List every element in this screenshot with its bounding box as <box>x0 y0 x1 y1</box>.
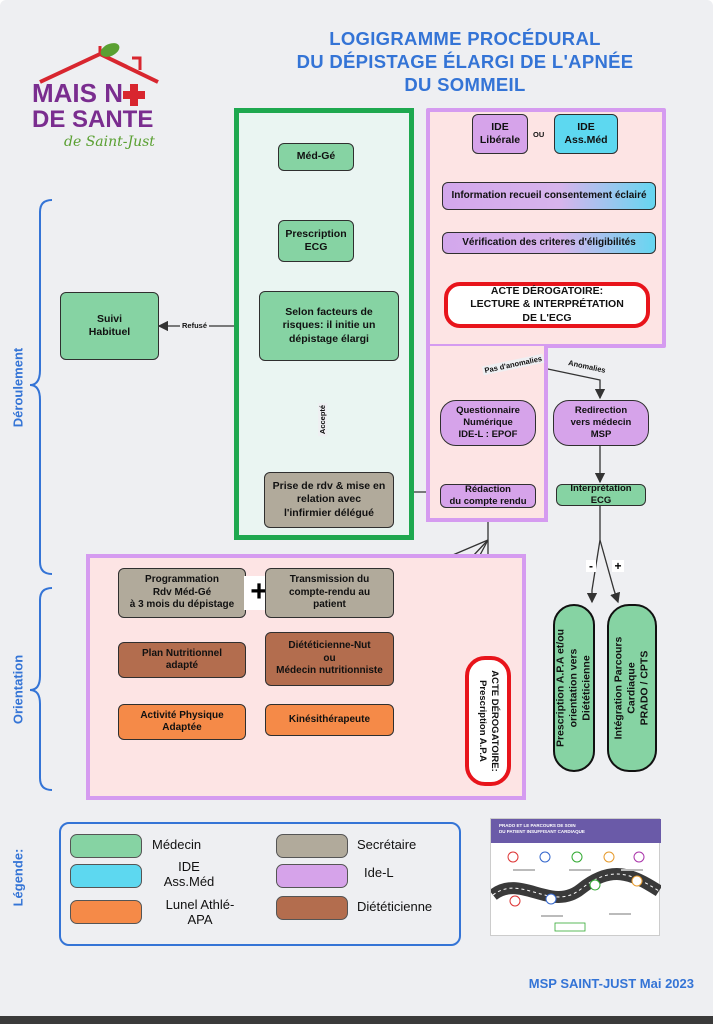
minus-sign: - <box>586 560 596 572</box>
logo-line3: de Saint-Just <box>64 134 155 150</box>
information-consentement-box: Information recueil consentement éclairé <box>442 182 656 210</box>
logo-cross-icon <box>123 84 145 106</box>
acte-derogatoire-ecg: ACTE DÉROGATOIRE: LECTURE & INTERPRÉTATI… <box>444 282 650 328</box>
legend-label-apa: Lunel Athlé- APA <box>165 897 235 927</box>
apa-box: Activité Physique Adaptée <box>118 704 246 740</box>
acte-derogatoire-apa: ACTE DÉROGATOIRE: Prescription A.P.A <box>465 656 511 786</box>
redaction-box: Rédaction du compte rendu <box>440 484 536 508</box>
legend-swatch-medecin <box>70 834 142 858</box>
legend-swatch-dieteticienne <box>276 896 348 920</box>
ide-liberale-box: IDE Libérale <box>472 114 528 154</box>
house-leaf-icon <box>39 43 159 84</box>
legend-swatch-ide-assmed <box>70 864 142 888</box>
prescription-ecg-box: Prescription ECG <box>278 220 354 262</box>
logo-line2: DE SANTE <box>32 106 154 133</box>
interpretation-ecg-box: Interprétation ECG <box>556 483 646 506</box>
prescription-apa-text: Prescription A.P.A et/ou orientation ver… <box>554 628 593 748</box>
legend-swatch-secretaire <box>276 834 348 858</box>
suivi-habituel-box: Suivi Habituel <box>60 292 159 360</box>
logo: MAIS N DE SANTE de Saint-Just <box>30 40 180 160</box>
legende-label: Légende: <box>10 848 26 907</box>
programmation-rdv-box: Programmation Rdv Méd-Gé à 3 mois du dép… <box>118 568 246 618</box>
plan-nutritionnel-box: Plan Nutritionnel adapté <box>118 642 246 678</box>
legend-label-ide-l: Ide-L <box>364 865 394 880</box>
page-title: LOGIGRAMME PROCÉDURAL DU DÉPISTAGE ÉLARG… <box>296 28 634 95</box>
legend-swatch-ide-l <box>276 864 348 888</box>
legend-label-secretaire: Secrétaire <box>357 837 417 852</box>
refuse-label: Refusé <box>180 321 210 330</box>
questionnaire-box: Questionnaire Numérique IDE-L : EPOF <box>440 400 536 446</box>
road-illustration <box>491 851 661 932</box>
bottom-bar <box>0 1016 713 1024</box>
orientation-label: Orientation <box>10 654 26 725</box>
legend-label-medecin: Médecin <box>152 837 202 852</box>
med-ge-box: Méd-Gé <box>278 143 354 171</box>
legend-label-ide-assmed: IDE Ass.Méd <box>163 859 215 889</box>
integration-parcours-text: Intégration Parcours Cardiaque PRADO / C… <box>612 636 651 740</box>
legend-label-dieteticienne: Diététicienne <box>357 899 433 914</box>
accepte-label: Accepté <box>318 402 328 437</box>
kinesitherapeute-box: Kinésithérapeute <box>265 704 394 736</box>
acte-derogatoire-apa-text: ACTE DÉROGATOIRE: Prescription A.P.A <box>477 670 500 772</box>
verification-criteres-box: Vérification des criteres d'éligibilités <box>442 232 656 254</box>
prise-rdv-box: Prise de rdv & mise en relation avec l'i… <box>264 472 394 528</box>
deroulement-label: Déroulement <box>10 347 26 428</box>
plus-sign: + <box>612 560 624 572</box>
prado-thumbnail: PRADO ET LE PARCOURS DE SOIN DU PATIENT … <box>490 818 661 936</box>
redirection-medecin-box: Redirection vers médecin MSP <box>553 400 649 446</box>
legend-swatch-apa <box>70 900 142 924</box>
ide-assmed-box: IDE Ass.Méd <box>554 114 618 154</box>
facteurs-risques-box: Selon facteurs de risques: il initie un … <box>259 291 399 361</box>
footer-text: MSP SAINT-JUST Mai 2023 <box>528 976 694 991</box>
integration-parcours-pill: Intégration Parcours Cardiaque PRADO / C… <box>607 604 657 772</box>
thumbnail-header <box>491 819 661 843</box>
prescription-apa-pill: Prescription A.P.A et/ou orientation ver… <box>553 604 595 772</box>
ou-label: OU <box>531 130 547 139</box>
logo-line1: MAIS N <box>32 78 123 108</box>
transmission-box: Transmission du compte-rendu au patient <box>265 568 394 618</box>
dieteticienne-nut-box: Diététicienne-Nut ou Médecin nutritionni… <box>265 632 394 686</box>
thumbnail-title: PRADO ET LE PARCOURS DE SOIN DU PATIENT … <box>499 823 585 834</box>
